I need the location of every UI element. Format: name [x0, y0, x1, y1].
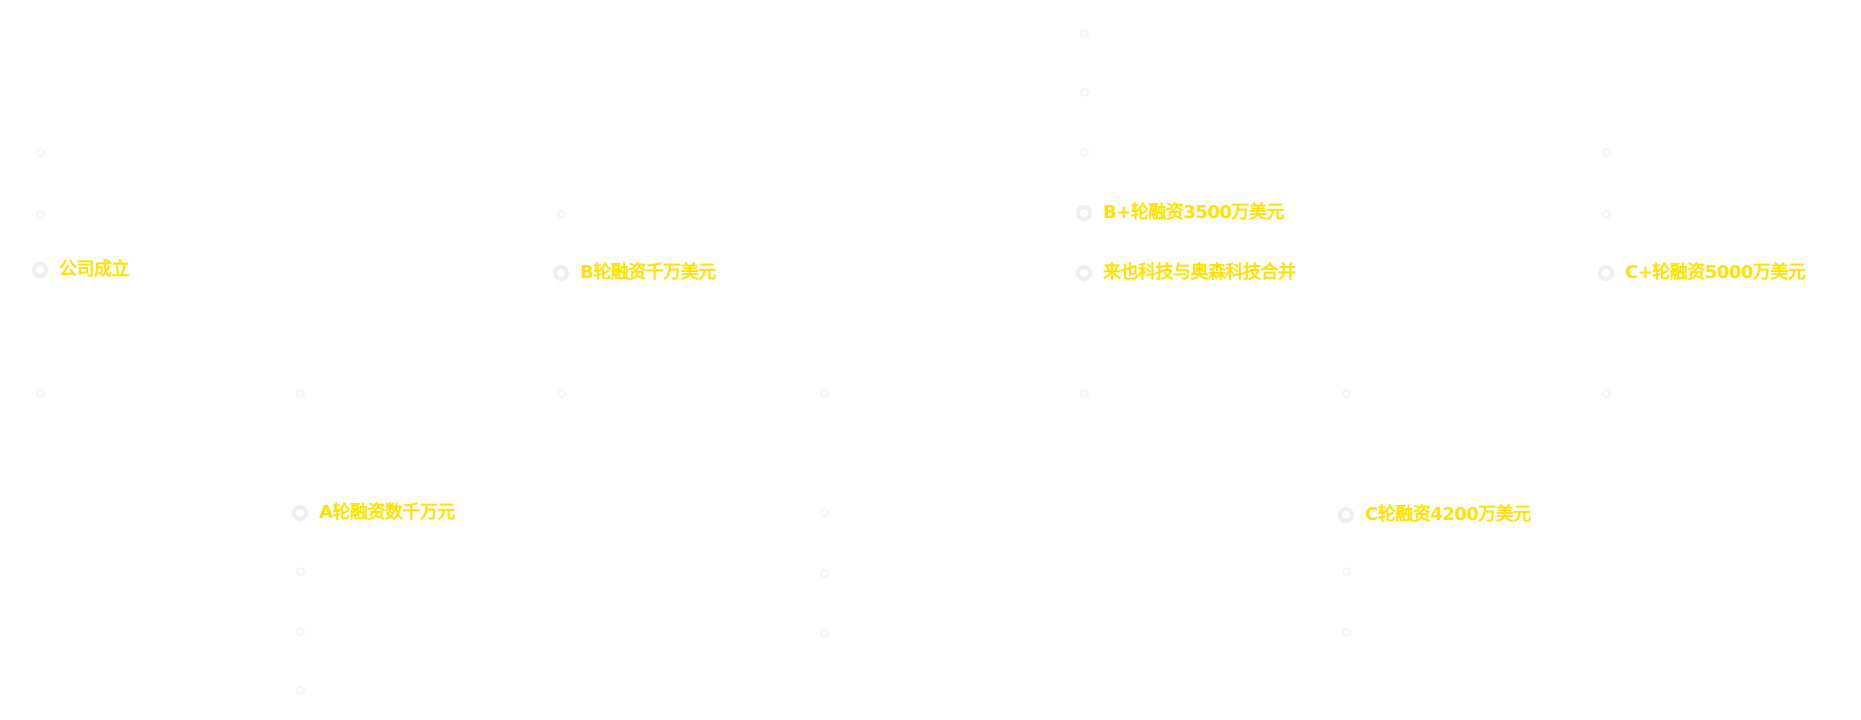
- connector-dot: [36, 389, 45, 398]
- connector-dot: [296, 567, 305, 576]
- circle-icon: [292, 505, 308, 521]
- milestone-series-b-plus: B+轮融资3500万美元: [1076, 204, 1284, 222]
- connector-dot: [1080, 29, 1089, 38]
- connector-dot: [36, 148, 45, 157]
- milestone-label: B+轮融资3500万美元: [1103, 202, 1284, 223]
- connector-dot: [820, 629, 829, 638]
- connector-dot: [1080, 389, 1089, 398]
- connector-dot: [1342, 628, 1351, 637]
- connector-dot: [1342, 389, 1351, 398]
- circle-icon: [1076, 265, 1092, 281]
- milestone-label: C轮融资4200万美元: [1365, 504, 1531, 525]
- circle-icon: [1598, 265, 1614, 281]
- connector-dot: [820, 389, 829, 398]
- milestone-series-c-plus: C+轮融资5000万美元: [1598, 262, 1806, 283]
- connector-dot: [557, 389, 566, 398]
- connector-dot: [1342, 567, 1351, 576]
- milestone-series-b: B轮融资千万美元: [553, 264, 716, 282]
- milestone-company-founded: 公司成立: [32, 259, 130, 280]
- circle-icon: [1338, 507, 1354, 523]
- connector-dot: [296, 686, 305, 695]
- connector-dot: [820, 569, 829, 578]
- connector-dot: [557, 210, 566, 219]
- milestone-label: C+轮融资5000万美元: [1625, 262, 1806, 283]
- connector-dot: [296, 627, 305, 636]
- milestone-series-a: A轮融资数千万元: [292, 504, 455, 522]
- milestone-label: 来也科技与奥森科技合并: [1103, 262, 1296, 283]
- circle-icon: [553, 265, 569, 281]
- milestone-label: 公司成立: [59, 259, 130, 280]
- connector-dot: [1080, 148, 1089, 157]
- connector-dot: [1602, 148, 1611, 157]
- milestone-series-c: C轮融资4200万美元: [1338, 506, 1531, 524]
- milestone-merger: 来也科技与奥森科技合并: [1076, 264, 1296, 282]
- connector-dot: [296, 389, 305, 398]
- circle-icon: [32, 262, 48, 278]
- connector-dot: [1602, 389, 1611, 398]
- milestone-label: B轮融资千万美元: [580, 262, 716, 283]
- connector-dot: [1080, 88, 1089, 97]
- connector-dot: [36, 210, 45, 219]
- milestone-label: A轮融资数千万元: [319, 502, 455, 523]
- connector-dot: [820, 508, 829, 517]
- connector-dot: [1602, 210, 1611, 219]
- circle-icon: [1076, 205, 1092, 221]
